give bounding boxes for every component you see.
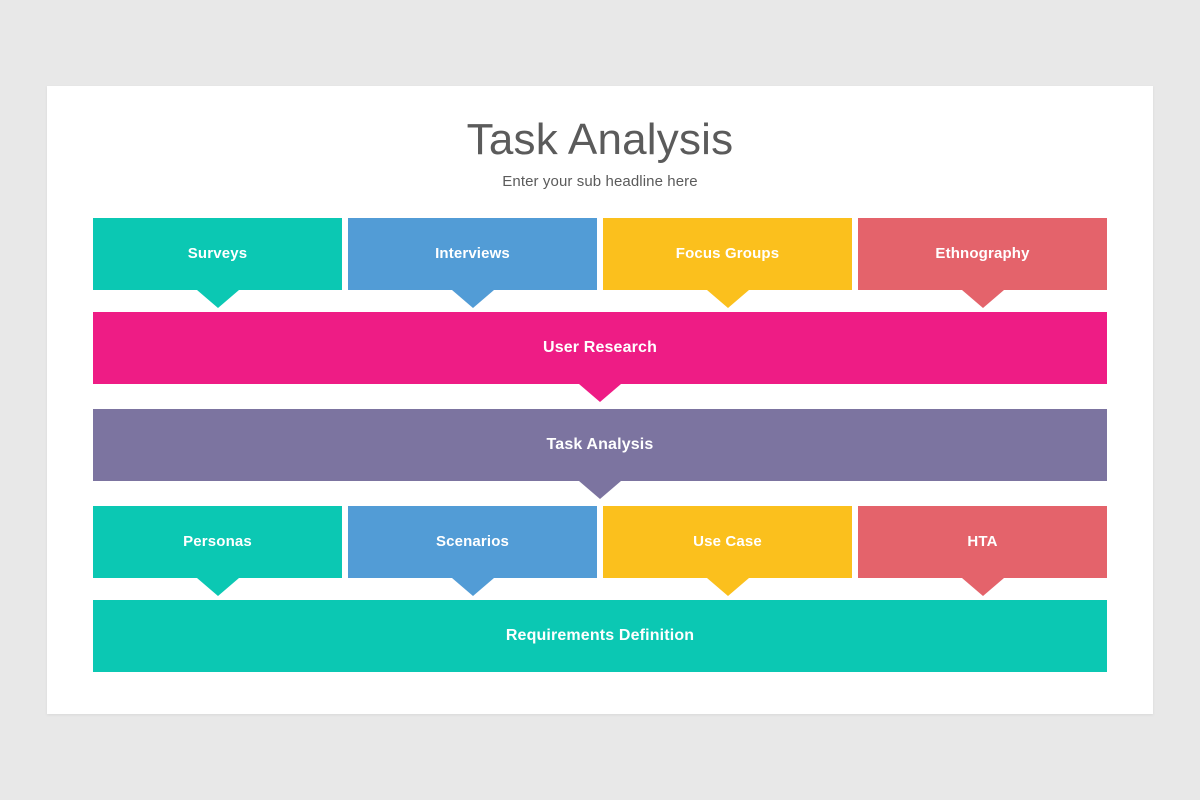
flow-node-use-case[interactable]: Use Case bbox=[603, 506, 852, 596]
down-arrow-icon bbox=[579, 481, 621, 499]
flow-node-hta[interactable]: HTA bbox=[858, 506, 1107, 596]
flow-node-personas[interactable]: Personas bbox=[93, 506, 342, 596]
flow-node-label: HTA bbox=[967, 533, 998, 550]
flow-node-label: Interviews bbox=[435, 245, 510, 262]
flow-row-requirements: Requirements Definition bbox=[93, 600, 1107, 672]
flow-node-label: Scenarios bbox=[435, 533, 510, 550]
down-arrow-icon bbox=[706, 578, 749, 596]
flow-node-label: Surveys bbox=[187, 245, 248, 262]
flow-node-surveys[interactable]: Surveys bbox=[93, 218, 342, 308]
task-analysis-flowchart: Surveys Interviews Focus Groups Ethnogra… bbox=[93, 218, 1107, 672]
flow-node-ethnography[interactable]: Ethnography bbox=[858, 218, 1107, 308]
down-arrow-icon bbox=[196, 290, 239, 308]
row-gap bbox=[93, 578, 1107, 600]
flow-node-requirements-definition[interactable]: Requirements Definition bbox=[93, 600, 1107, 672]
flow-node-task-analysis[interactable]: Task Analysis bbox=[93, 409, 1107, 499]
flow-node-scenarios[interactable]: Scenarios bbox=[348, 506, 597, 596]
down-arrow-icon bbox=[451, 578, 494, 596]
flow-node-label: Personas bbox=[183, 533, 252, 550]
page-title: Task Analysis bbox=[466, 115, 734, 164]
page-subtitle: Enter your sub headline here bbox=[502, 172, 698, 190]
down-arrow-icon bbox=[706, 290, 749, 308]
flow-row-user-research: User Research bbox=[93, 312, 1107, 402]
flow-node-focus-groups[interactable]: Focus Groups bbox=[603, 218, 852, 308]
flow-row-task-analysis: Task Analysis bbox=[93, 409, 1107, 499]
flow-node-user-research[interactable]: User Research bbox=[93, 312, 1107, 402]
flow-node-label: Requirements Definition bbox=[505, 627, 695, 645]
flow-node-label: Use Case bbox=[693, 533, 762, 550]
down-arrow-icon bbox=[196, 578, 239, 596]
flow-node-label: Ethnography bbox=[935, 245, 1030, 262]
slide-header: Task Analysis Enter your sub headline he… bbox=[47, 86, 1153, 190]
down-arrow-icon bbox=[579, 384, 621, 402]
down-arrow-icon bbox=[961, 290, 1004, 308]
slide-card: Task Analysis Enter your sub headline he… bbox=[47, 86, 1153, 714]
flow-node-label: User Research bbox=[542, 339, 658, 357]
down-arrow-icon bbox=[961, 578, 1004, 596]
flow-row-artifacts: Personas Scenarios Use Case HTA bbox=[93, 506, 1107, 596]
flow-row-methods: Surveys Interviews Focus Groups Ethnogra… bbox=[93, 218, 1107, 308]
flow-node-label: Focus Groups bbox=[675, 245, 780, 262]
flow-node-interviews[interactable]: Interviews bbox=[348, 218, 597, 308]
down-arrow-icon bbox=[451, 290, 494, 308]
flow-node-label: Task Analysis bbox=[546, 436, 654, 454]
row-gap bbox=[93, 290, 1107, 312]
